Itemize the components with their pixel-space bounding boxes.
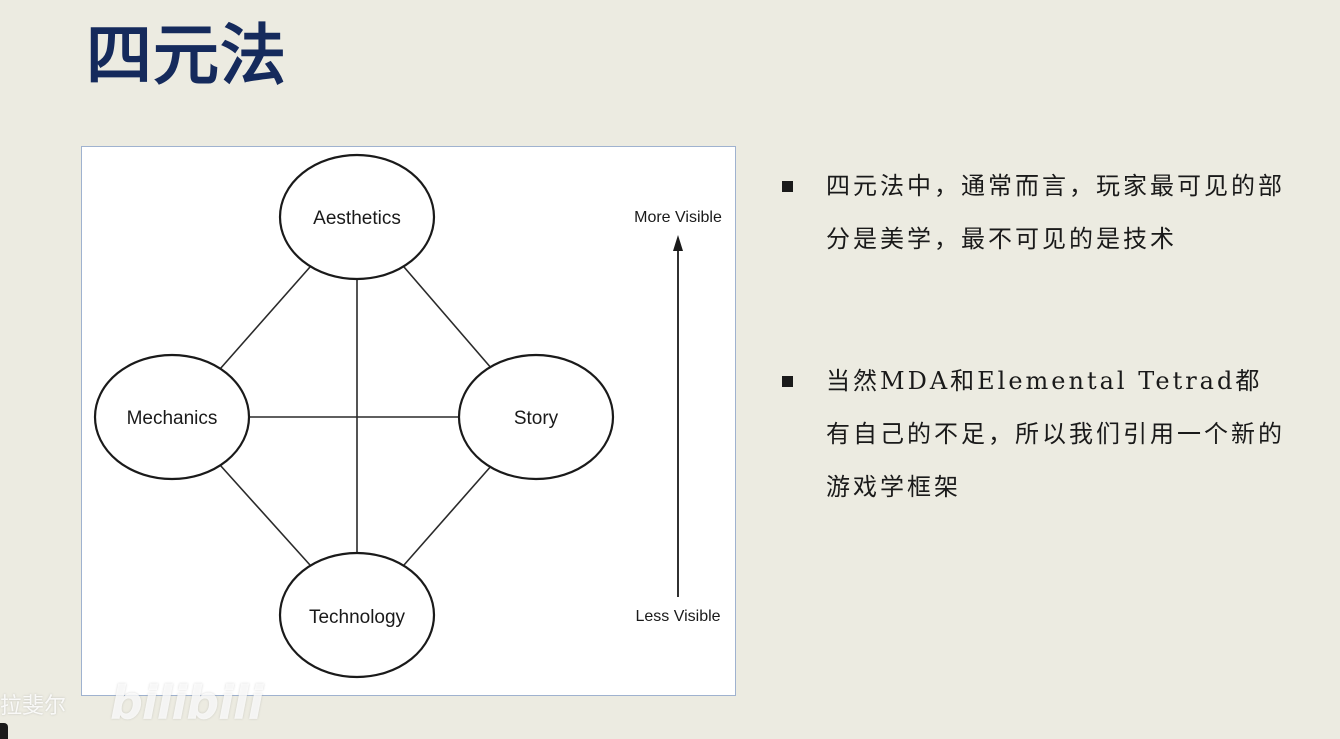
node-label-story: Story bbox=[514, 408, 559, 429]
bullet-square-icon bbox=[782, 376, 793, 387]
node-technology bbox=[278, 551, 436, 679]
bullet-text: 四元法中，通常而言，玩家最可见的部分是美学，最不可见的是技术 bbox=[826, 172, 1285, 253]
slide-title: 四元法 bbox=[86, 17, 287, 94]
node-label-mechanics: Mechanics bbox=[127, 408, 218, 429]
watermark-author: 拉斐尔 bbox=[0, 694, 67, 719]
node-label-technology: Technology bbox=[309, 607, 406, 628]
bullet-square-icon bbox=[782, 181, 793, 192]
edge-aesthetics-story bbox=[403, 266, 493, 370]
edge-aesthetics-mechanics bbox=[219, 266, 311, 370]
axis-label-less-visible: Less Visible bbox=[635, 608, 720, 625]
bilibili-logo: bilibili bbox=[110, 676, 263, 730]
node-label-aesthetics: Aesthetics bbox=[313, 208, 401, 229]
corner-cursor-icon bbox=[0, 723, 8, 739]
edge-mechanics-technology bbox=[219, 464, 311, 566]
tetrad-svg: Aesthetics Mechanics Story Technology Mo… bbox=[93, 153, 722, 679]
node-story bbox=[457, 353, 615, 481]
bullet-text: 当然MDA和Elemental Tetrad都有自己的不足，所以我们引用一个新的… bbox=[826, 367, 1285, 501]
edge-story-technology bbox=[403, 464, 493, 566]
node-aesthetics bbox=[278, 153, 436, 281]
axis-label-more-visible: More Visible bbox=[634, 209, 722, 226]
node-mechanics bbox=[93, 353, 251, 481]
visibility-arrow-head bbox=[673, 235, 683, 251]
elemental-tetrad-diagram: Aesthetics Mechanics Story Technology Mo… bbox=[81, 146, 736, 696]
